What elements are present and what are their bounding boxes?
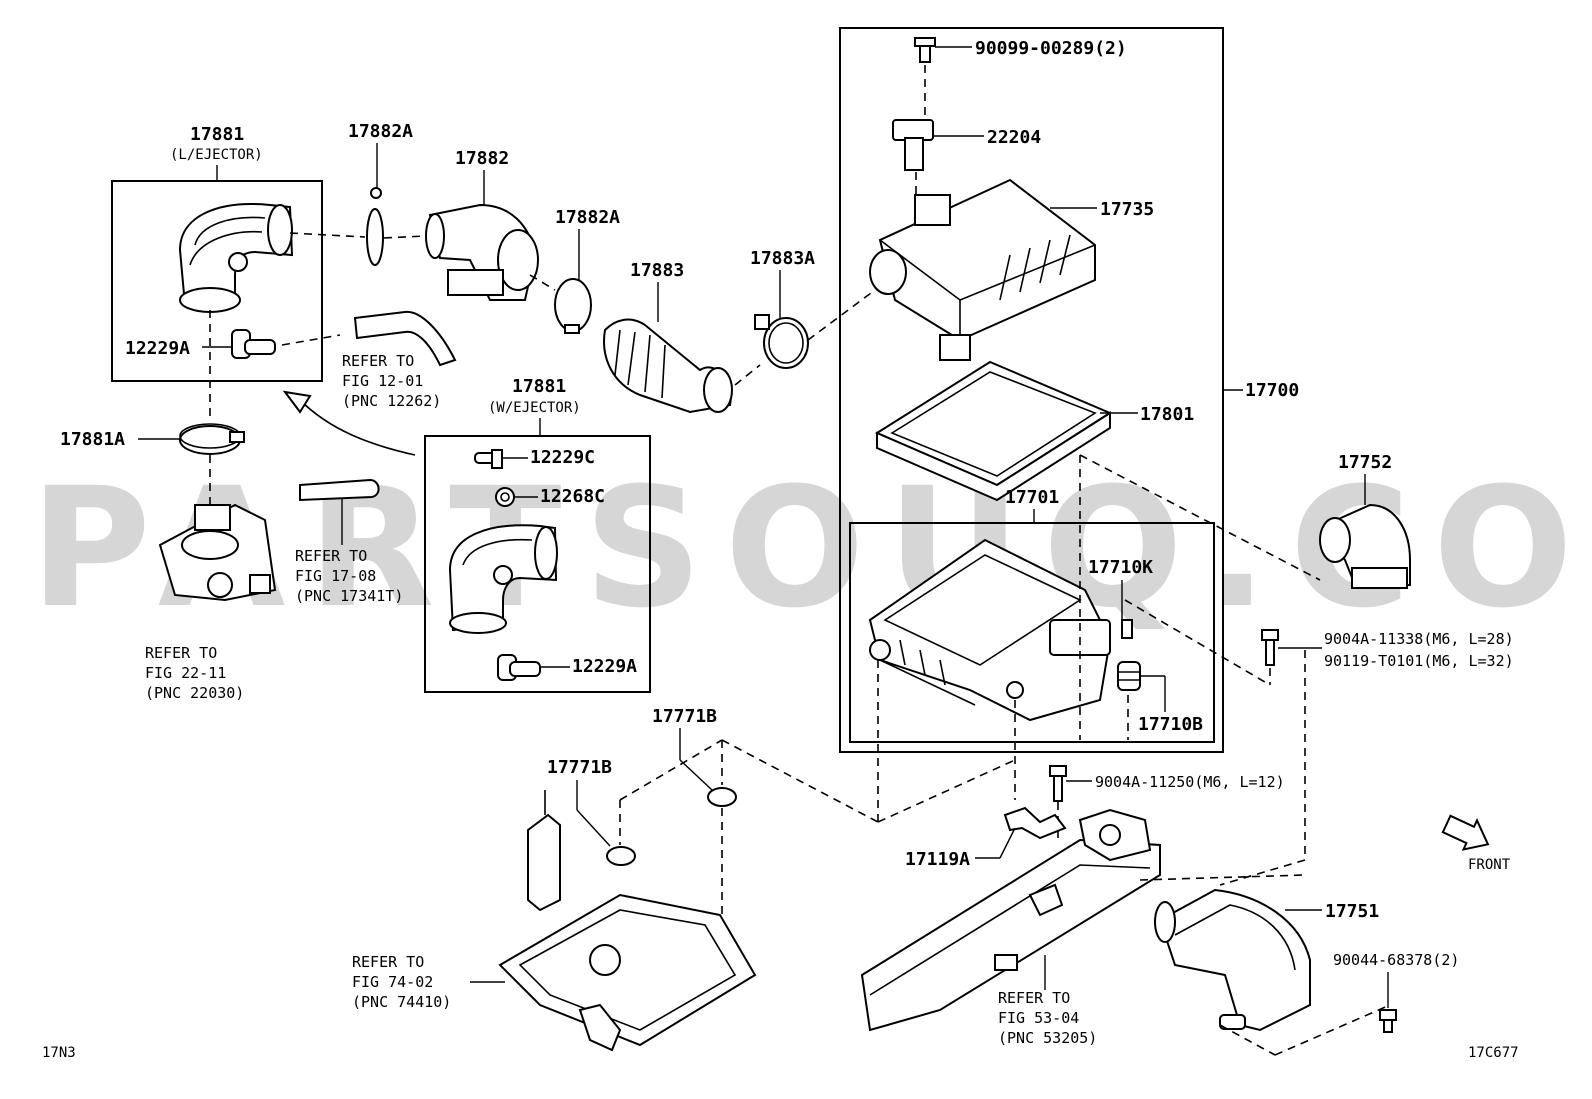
part-12229C[interactable] xyxy=(474,449,503,469)
label-17751[interactable]: 17751 xyxy=(1325,901,1379,922)
leader-17771B-2 xyxy=(679,759,713,791)
part-battery-carrier-74410[interactable] xyxy=(498,790,757,1052)
leader-17771B-1 xyxy=(576,809,611,847)
ref-53-04-line1: REFER TO xyxy=(998,989,1070,1007)
ref-12-01-line2[interactable]: FIG 12-01 xyxy=(342,372,423,390)
front-label: FRONT xyxy=(1468,857,1511,873)
ref-74-02-line2[interactable]: FIG 74-02 xyxy=(352,973,433,991)
label-17771B-1[interactable]: 17771B xyxy=(547,757,612,778)
label-17881-w-sub: (W/EJECTOR) xyxy=(488,400,581,416)
ref-53-04-line3: (PNC 53205) xyxy=(998,1029,1097,1047)
part-90044-68378-clip[interactable] xyxy=(1379,1009,1397,1033)
box-17881-w-ejector xyxy=(424,435,651,693)
label-17881-w[interactable]: 17881 xyxy=(512,376,566,397)
part-17881A-clamp[interactable] xyxy=(179,423,245,455)
label-17801[interactable]: 17801 xyxy=(1140,404,1194,425)
label-12268C[interactable]: 12268C xyxy=(540,486,605,507)
label-17710K[interactable]: 17710K xyxy=(1088,557,1153,578)
part-bolt-9004A-11250[interactable] xyxy=(1049,765,1067,802)
front-arrow-icon xyxy=(1441,814,1490,851)
leader-17119A xyxy=(999,827,1016,859)
label-90099-00289[interactable]: 90099-00289(2) xyxy=(975,38,1127,59)
ref-12-01-line3: (PNC 12262) xyxy=(342,392,441,410)
label-12229A-2[interactable]: 12229A xyxy=(572,656,637,677)
label-17881-l[interactable]: 17881 xyxy=(190,124,244,145)
label-17883A[interactable]: 17883A xyxy=(750,248,815,269)
part-17883A-clamp[interactable] xyxy=(754,314,809,369)
label-90044-68378[interactable]: 90044-68378(2) xyxy=(1333,951,1459,969)
part-grommet-17771B-2[interactable] xyxy=(707,787,737,807)
part-12229A-w[interactable] xyxy=(497,654,541,681)
label-12229A-1[interactable]: 12229A xyxy=(125,338,190,359)
ref-17-08-line3: (PNC 17341T) xyxy=(295,587,403,605)
part-17882A-clamp-1[interactable] xyxy=(366,187,384,266)
figure-code-left: 17N3 xyxy=(42,1045,76,1061)
ref-17-08-line1: REFER TO xyxy=(295,547,367,565)
ref-22-11-line2[interactable]: FIG 22-11 xyxy=(145,664,226,682)
curved-arrow xyxy=(299,399,416,456)
label-17735[interactable]: 17735 xyxy=(1100,199,1154,220)
box-17701-cleaner-case xyxy=(849,522,1215,743)
label-22204[interactable]: 22204 xyxy=(987,127,1041,148)
part-throttle-body-22030[interactable] xyxy=(158,503,277,602)
ref-74-02-line1: REFER TO xyxy=(352,953,424,971)
label-17883[interactable]: 17883 xyxy=(630,260,684,281)
label-17710B[interactable]: 17710B xyxy=(1138,714,1203,735)
label-9004A-11250[interactable]: 9004A-11250(M6, L=12) xyxy=(1095,773,1285,791)
part-bracket-17119A[interactable] xyxy=(1003,806,1067,840)
label-9004A-11338[interactable]: 9004A-11338(M6, L=28) xyxy=(1324,630,1514,648)
part-17701-cleaner-case[interactable] xyxy=(868,538,1112,722)
part-17882-elbow[interactable] xyxy=(425,203,539,301)
label-17701[interactable]: 17701 xyxy=(1005,487,1059,508)
part-17735-cleaner-cap[interactable] xyxy=(869,178,1096,361)
label-17882A-2[interactable]: 17882A xyxy=(555,207,620,228)
figure-code-right: 17C677 xyxy=(1468,1045,1519,1061)
arrow-head xyxy=(282,390,312,414)
label-17700[interactable]: 17700 xyxy=(1245,380,1299,401)
label-17881-l-sub: (L/EJECTOR) xyxy=(170,147,263,163)
part-grommet-17771B-1[interactable] xyxy=(606,846,636,866)
part-12229A-l[interactable] xyxy=(231,329,276,359)
part-17751-inlet-duct[interactable] xyxy=(1154,888,1311,1032)
part-hose-12262 xyxy=(353,310,457,367)
label-17119A[interactable]: 17119A xyxy=(905,849,970,870)
ref-22-11-line3: (PNC 22030) xyxy=(145,684,244,702)
part-bolt-9004A-11338[interactable] xyxy=(1261,629,1279,666)
ref-17-08-line2[interactable]: FIG 17-08 xyxy=(295,567,376,585)
part-17710K[interactable] xyxy=(1121,619,1133,639)
part-22204-air-flow-meter[interactable] xyxy=(892,119,934,171)
part-90099-00289-screw[interactable] xyxy=(914,37,936,63)
label-90119-T0101[interactable]: 90119-T0101(M6, L=32) xyxy=(1324,652,1514,670)
label-17882A-1[interactable]: 17882A xyxy=(348,121,413,142)
part-17883-hose[interactable] xyxy=(603,318,733,414)
part-radiator-support-53205[interactable] xyxy=(860,808,1161,1032)
ref-22-11-line1: REFER TO xyxy=(145,644,217,662)
part-17710B-grommet[interactable] xyxy=(1117,661,1141,691)
part-17881-elbow-w[interactable] xyxy=(448,524,558,634)
part-12268C[interactable] xyxy=(495,487,515,507)
label-12229C[interactable]: 12229C xyxy=(530,447,595,468)
label-17752[interactable]: 17752 xyxy=(1338,452,1392,473)
label-17881A[interactable]: 17881A xyxy=(60,429,125,450)
label-17882[interactable]: 17882 xyxy=(455,148,509,169)
part-17881-elbow-l[interactable] xyxy=(178,203,294,313)
ref-53-04-line2[interactable]: FIG 53-04 xyxy=(998,1009,1079,1027)
ref-74-02-line3: (PNC 74410) xyxy=(352,993,451,1011)
label-17771B-2[interactable]: 17771B xyxy=(652,706,717,727)
part-17882A-clamp-2[interactable] xyxy=(554,278,592,334)
ref-12-01-line1: REFER TO xyxy=(342,352,414,370)
part-17752-duct[interactable] xyxy=(1319,503,1411,589)
part-hose-17341T xyxy=(299,478,380,502)
part-17801-air-filter[interactable] xyxy=(874,360,1113,502)
